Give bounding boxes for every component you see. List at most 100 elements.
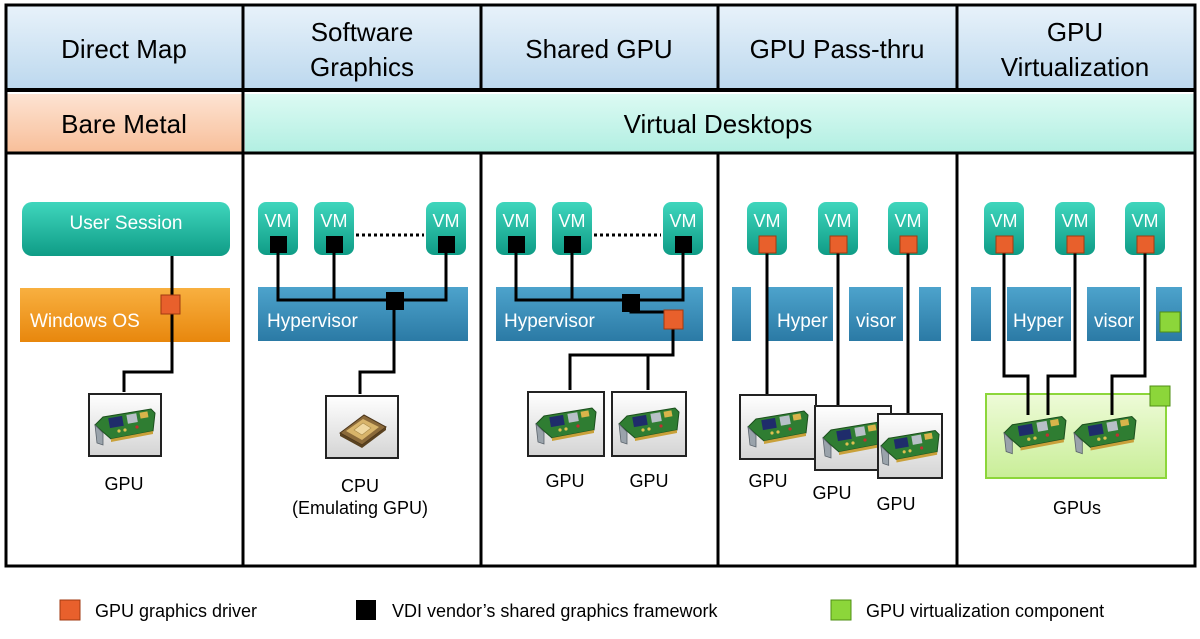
user-session-box	[22, 202, 230, 256]
vm-box	[496, 202, 536, 255]
gpu-label: GPU	[812, 483, 851, 503]
header-gpu-virtualization-line1: GPU	[1047, 17, 1103, 47]
vm-label: VM	[433, 211, 460, 231]
vgpu-square	[1159, 311, 1181, 333]
vm-label: VM	[1062, 211, 1089, 231]
framework-square	[326, 236, 343, 253]
framework-square	[438, 236, 455, 253]
vm-box	[552, 202, 592, 255]
legend-framework-label: VDI vendor’s shared graphics framework	[392, 601, 718, 621]
hypervisor-segment	[849, 287, 903, 341]
windows-os-label: Windows OS	[30, 311, 140, 332]
gpus-label: GPUs	[1053, 498, 1101, 518]
header-cell-pass-thru	[718, 5, 957, 90]
gpu-label: GPU	[545, 471, 584, 491]
vm-label: VM	[1132, 211, 1159, 231]
header-cell-direct-map	[6, 5, 243, 90]
vm-label: VM	[559, 211, 586, 231]
pass-thru-column: Hyper visor VM VM VM GPU GPU GPU	[732, 202, 943, 514]
hypervisor-label: Hypervisor	[267, 311, 358, 332]
hypervisor-segment	[919, 287, 941, 341]
header-gpu-virtualization-line2: Virtualization	[1001, 52, 1149, 82]
header-software-graphics-line2: Graphics	[310, 52, 414, 82]
vm-box	[258, 202, 298, 255]
header-row: Direct Map Software Graphics Shared GPU …	[6, 5, 1195, 90]
header-direct-map: Direct Map	[61, 34, 187, 64]
pass-thru-connector	[765, 253, 910, 414]
software-graphics-column: Hypervisor VM VM VM CPU (Emulating GPU)	[258, 202, 468, 518]
header-software-graphics-line1: Software	[311, 17, 414, 47]
hypervisor-label-part1: Hyper	[1013, 311, 1064, 332]
vm-label: VM	[670, 211, 697, 231]
grid-lines	[4, 3, 1197, 568]
driver-square	[1136, 235, 1155, 254]
hypervisor-segment	[1007, 287, 1071, 341]
hypervisor-segment	[767, 287, 833, 341]
vm-box	[663, 202, 703, 255]
hypervisor-segment	[1087, 287, 1140, 341]
framework-square	[508, 236, 525, 253]
vm-box	[426, 202, 466, 255]
shared-gpu-column: Hypervisor VM VM VM GPU GPU	[496, 202, 703, 491]
driver-square	[160, 294, 181, 315]
framework-square	[270, 236, 287, 253]
vm-label: VM	[321, 211, 348, 231]
vm-label: VM	[503, 211, 530, 231]
gpu-label: GPU	[629, 471, 668, 491]
cpu-emulating-label: (Emulating GPU)	[292, 498, 428, 518]
framework-square	[675, 236, 692, 253]
driver-square	[899, 235, 918, 254]
bare-metal-label: Bare Metal	[61, 109, 187, 139]
gpu-virtualization-connector	[1002, 253, 1147, 415]
hypervisor-segment	[732, 287, 751, 341]
vm-label: VM	[895, 211, 922, 231]
gpu-virtualization-column: Hyper visor VM VM VM GPUs	[971, 202, 1182, 518]
legend: GPU graphics driver VDI vendor’s shared …	[59, 599, 1104, 621]
vm-box	[314, 202, 354, 255]
vgpu-square	[1149, 385, 1171, 407]
hypervisor-segment	[971, 287, 991, 341]
software-graphics-connector	[276, 253, 448, 394]
framework-square	[622, 294, 640, 312]
driver-square	[995, 235, 1014, 254]
vm-box	[1055, 202, 1095, 255]
virtual-desktops-band	[245, 94, 1195, 152]
vm-box	[747, 202, 787, 255]
driver-square	[1066, 235, 1085, 254]
framework-square	[564, 236, 581, 253]
gpu-label: GPU	[104, 474, 143, 494]
vm-label: VM	[754, 211, 781, 231]
driver-square	[829, 235, 848, 254]
vm-label: VM	[265, 211, 292, 231]
header-cell-software-graphics	[243, 5, 481, 90]
vm-box	[984, 202, 1024, 255]
vm-box	[888, 202, 928, 255]
header-cell-gpu-virtualization	[957, 5, 1195, 90]
legend-framework-swatch	[356, 600, 376, 620]
header-shared-gpu: Shared GPU	[525, 34, 672, 64]
direct-map-column: User Session Windows OS GPU	[20, 202, 230, 494]
hypervisor-label-part2: visor	[1094, 311, 1135, 332]
header-pass-thru: GPU Pass-thru	[750, 34, 925, 64]
gpu-label: GPU	[876, 494, 915, 514]
shared-gpu-connector	[514, 253, 685, 390]
framework-square	[386, 292, 404, 310]
hypervisor-label: Hypervisor	[504, 311, 595, 332]
hypervisor-label-part1: Hyper	[777, 311, 828, 332]
category-row: Bare Metal Virtual Desktops	[6, 94, 1195, 152]
header-cell-shared-gpu	[481, 5, 718, 90]
direct-map-connector	[122, 256, 174, 392]
vm-label: VM	[991, 211, 1018, 231]
driver-square	[663, 309, 684, 330]
legend-vgpu-label: GPU virtualization component	[866, 601, 1104, 621]
vm-label: VM	[825, 211, 852, 231]
virtual-desktops-label: Virtual Desktops	[624, 109, 813, 139]
bare-metal-band	[6, 94, 243, 152]
cpu-label: CPU	[341, 476, 379, 496]
legend-vgpu-swatch	[830, 599, 852, 621]
vm-box	[818, 202, 858, 255]
windows-os-box	[20, 288, 230, 342]
hypervisor-box	[258, 287, 468, 341]
